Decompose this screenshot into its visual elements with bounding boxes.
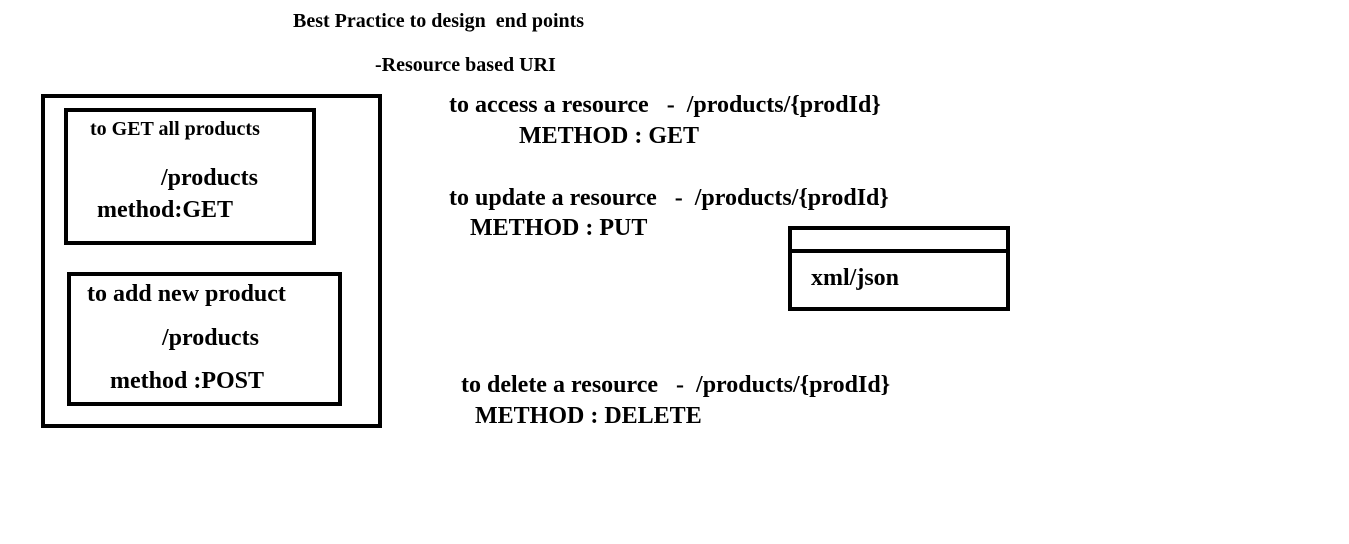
add-new-method: method :POST [110,368,265,394]
get-all-products-box [64,108,316,245]
add-new-heading: to add new product [87,281,286,307]
collection-endpoints-panel [41,94,382,428]
access-resource-method: METHOD : GET [519,123,700,149]
payload-box-label: xml/json [811,265,900,291]
add-new-path: /products [162,325,259,351]
add-new-product-box [67,272,342,406]
delete-resource-description: to delete a resource - /products/{prodId… [461,372,891,398]
get-all-heading: to GET all products [90,118,260,140]
update-resource-description: to update a resource - /products/{prodId… [449,185,889,211]
payload-box [788,226,1010,311]
diagram-title: Best Practice to design end points [293,10,585,32]
update-resource-method: METHOD : PUT [470,215,648,241]
payload-box-divider [788,249,1010,253]
get-all-path: /products [161,165,258,191]
get-all-method: method:GET [97,197,234,223]
access-resource-description: to access a resource - /products/{prodId… [449,92,881,118]
delete-resource-method: METHOD : DELETE [475,403,702,429]
diagram-subtitle: -Resource based URI [375,54,556,76]
